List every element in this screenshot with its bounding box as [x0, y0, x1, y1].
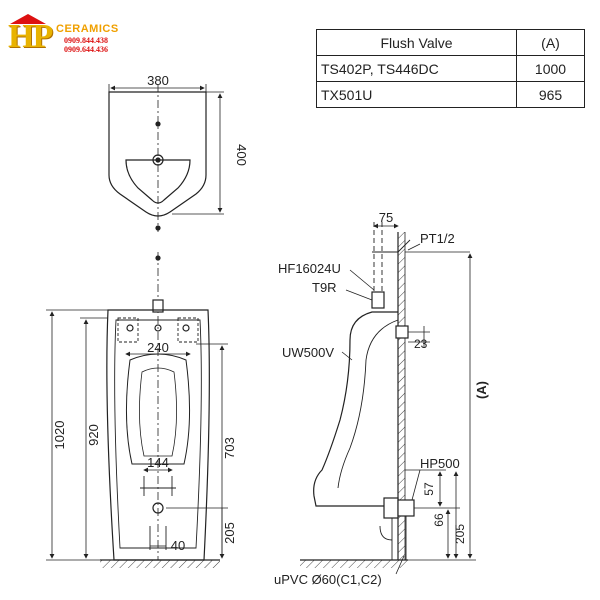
table-cell: TS402P, TS446DC	[316, 55, 517, 82]
side-valve	[371, 291, 385, 309]
dim-bracket-spacing: 240	[147, 340, 169, 355]
label-pt: PT1/2	[420, 231, 455, 246]
label-model: UW500V	[282, 345, 334, 360]
side-drain-fitting	[383, 497, 399, 519]
logo-phone-2: 0909.644.436	[64, 45, 108, 54]
label-hf: HF16024U	[278, 261, 341, 276]
front-view	[46, 252, 228, 568]
side-view	[300, 222, 476, 575]
label-hp: HP500	[420, 456, 460, 471]
logo-mark: HP	[8, 18, 53, 55]
flush-valve-table: Flush Valve (A) TS402P, TS446DC 1000 TX5…	[316, 29, 585, 108]
dim-side-offset: 75	[379, 210, 393, 225]
dim-outlet-spacing: 144	[147, 455, 169, 470]
side-floor-hatch	[300, 560, 408, 568]
dim-side-overall: (A)	[474, 381, 489, 399]
side-urinal-outline	[313, 311, 398, 507]
top-view-bowl	[125, 159, 191, 204]
label-t9r: T9R	[312, 280, 337, 295]
dim-front-total: 1020	[52, 421, 67, 450]
dim-side-66: 66	[432, 513, 446, 527]
dim-drain-height: 205	[222, 522, 237, 544]
dim-outlet-height: 703	[222, 437, 237, 459]
top-view	[108, 84, 224, 232]
label-upvc: uPVC Ø60(C1,C2)	[274, 572, 382, 587]
front-inlet	[152, 299, 164, 313]
dim-side-57: 57	[422, 482, 436, 496]
front-bracket-left	[117, 317, 139, 343]
dim-top-depth: 400	[234, 144, 249, 166]
side-wall-hatch	[398, 232, 405, 560]
table-cell: TX501U	[316, 81, 517, 108]
dim-front-body: 920	[86, 424, 101, 446]
brand-logo: HP CERAMICS 0909.844.438 0909.644.436	[8, 14, 128, 60]
logo-wordmark: CERAMICS	[56, 23, 119, 35]
dim-side-205: 205	[453, 524, 467, 544]
front-floor-hatch	[100, 560, 220, 568]
dim-drain-offset: 40	[171, 538, 185, 553]
table-cell: 965	[516, 81, 585, 108]
logo-phone-1: 0909.844.438	[64, 36, 108, 45]
front-inner-outline	[114, 319, 202, 549]
front-bracket-right	[177, 317, 199, 343]
table-row: TX501U 965	[316, 81, 585, 108]
top-view-outline	[108, 91, 207, 217]
dim-side-pipe: 23	[414, 337, 428, 351]
dim-top-width: 380	[147, 73, 169, 88]
logo-roof-icon	[10, 14, 46, 24]
